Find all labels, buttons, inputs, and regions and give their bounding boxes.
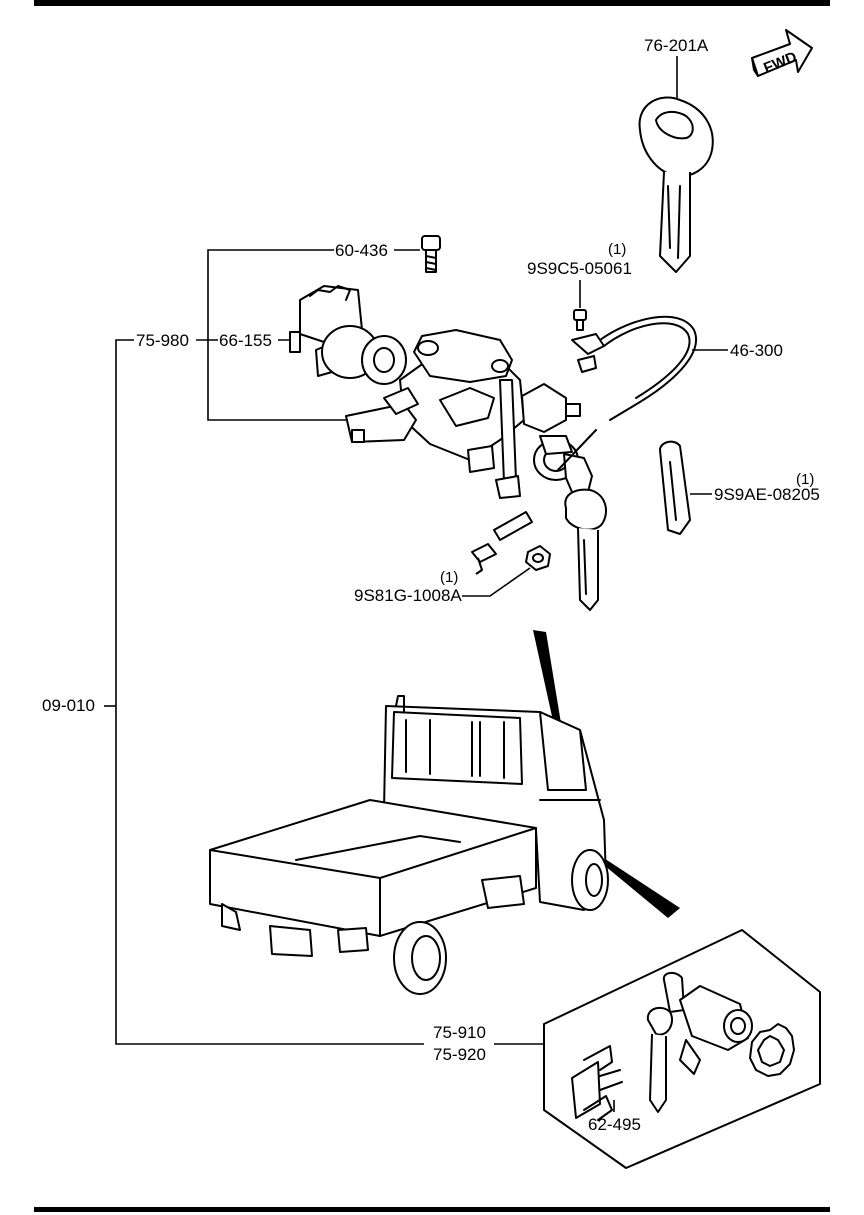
fwd-arrow-icon: FWD: [751, 29, 813, 77]
label-76-201a: 76-201A: [644, 36, 709, 55]
cable-icon: [571, 315, 697, 421]
label-75-920: 75-920: [433, 1045, 486, 1064]
label-46-300: 46-300: [730, 341, 783, 360]
ignition-switch-icon: [289, 285, 607, 611]
label-9s9ae-qty: (1): [796, 471, 814, 488]
inset-frame: [543, 929, 821, 1169]
key-icon: [638, 96, 714, 273]
label-9s81g-qty: (1): [440, 569, 458, 586]
bottom-border: [34, 1207, 830, 1212]
door-lock-cylinder-icon: [571, 972, 795, 1121]
label-9s9ae-08205: 9S9AE-08205: [714, 485, 820, 504]
label-60-436: 60-436: [335, 241, 388, 260]
label-75-910: 75-910: [433, 1023, 486, 1042]
label-66-155: 66-155: [219, 331, 272, 350]
nut-icon: [525, 545, 551, 571]
label-75-980: 75-980: [136, 331, 189, 350]
label-9s81g-1008a: 9S81G-1008A: [354, 586, 462, 605]
clip-icon: [659, 440, 691, 535]
screw-icon: [573, 309, 587, 331]
label-62-495: 62-495: [588, 1115, 641, 1134]
top-border: [34, 0, 830, 6]
label-09-010: 09-010: [42, 696, 95, 715]
truck-icon: [209, 695, 609, 995]
bolt-icon: [421, 235, 441, 273]
label-9s9c5-05061: 9S9C5-05061: [527, 259, 632, 278]
label-9s9c5-qty: (1): [608, 241, 626, 258]
